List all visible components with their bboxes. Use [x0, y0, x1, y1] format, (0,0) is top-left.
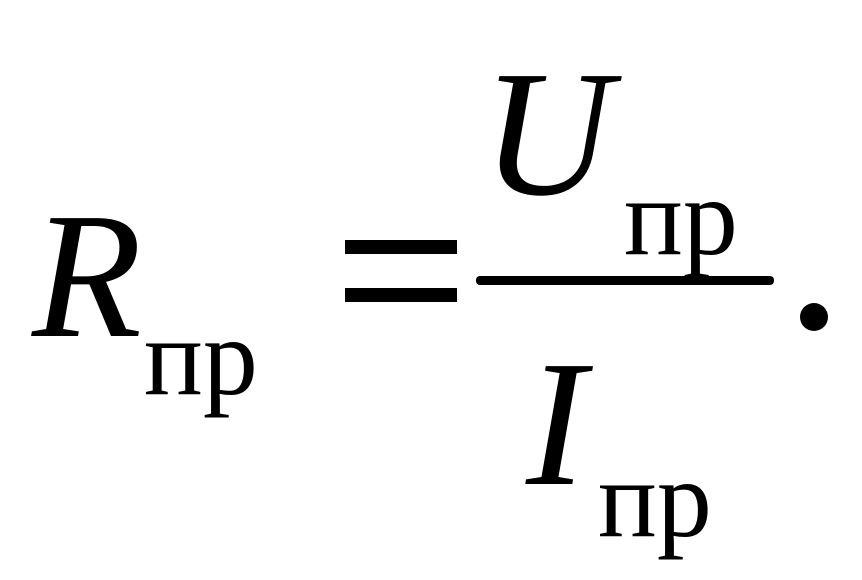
- numerator-variable-u: U: [482, 34, 612, 233]
- equals-bar-bottom: [345, 288, 457, 302]
- numerator-subscript: пр: [624, 156, 738, 278]
- denominator-variable-i: I: [526, 324, 586, 523]
- denominator-subscript: пр: [598, 438, 712, 560]
- equals-bar-top: [345, 240, 457, 254]
- lhs-subscript: пр: [144, 296, 258, 418]
- period: [800, 303, 828, 331]
- fraction-bar: [476, 276, 774, 285]
- lhs-variable-r: R: [32, 176, 142, 375]
